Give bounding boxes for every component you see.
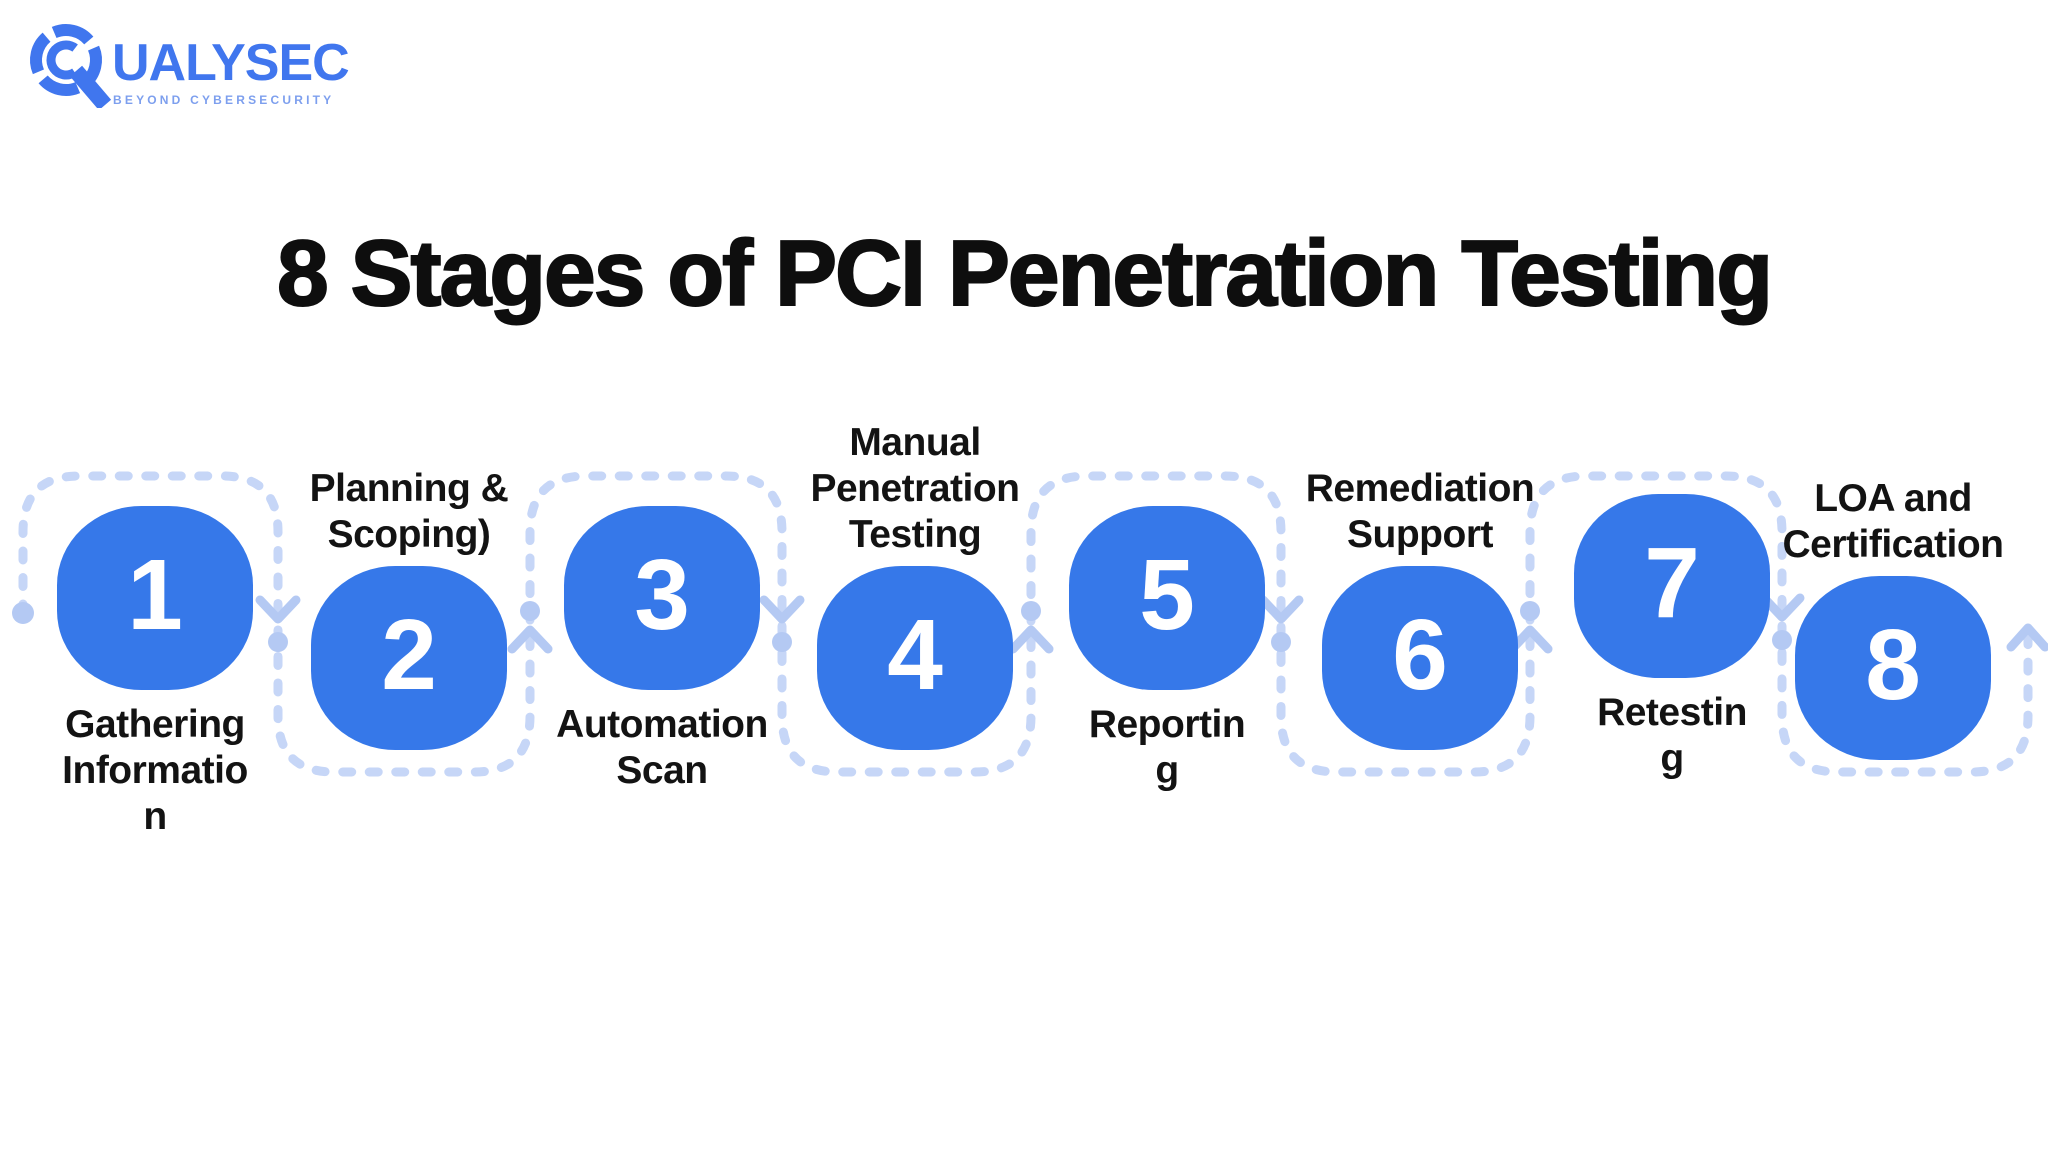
stage-6-label: Remediation Support: [1305, 467, 1535, 556]
page-title: 8 Stages of PCI Penetration Testing: [276, 221, 1774, 326]
flow-dot: [1772, 630, 1792, 650]
stage-1-number: 1: [127, 539, 183, 651]
flow-dot: [268, 632, 288, 652]
stage-4-node: 4: [817, 566, 1013, 750]
arrow-up-icon: [507, 625, 553, 654]
arrow-down-icon: [1258, 595, 1304, 624]
stage-4-number: 4: [887, 599, 943, 711]
flow-dot: [1520, 601, 1540, 621]
stage-4-label: Manual Penetration Testing: [810, 421, 1020, 556]
stage-6: 6 Remediation Support: [1306, 467, 1535, 750]
flow-dot: [772, 632, 792, 652]
q-shutter-icon: [29, 23, 112, 108]
stage-1-label: Gathering Informatio n: [62, 703, 248, 838]
stage-7-label: Retestin g: [1597, 691, 1747, 780]
flow-dot: [1271, 632, 1291, 652]
flow-start-dot: [12, 602, 34, 624]
flow-dot: [520, 601, 540, 621]
arrow-down-icon: [759, 595, 805, 624]
stage-8-label: LOA and Certification: [1782, 477, 2004, 566]
stage-1-node: 1: [57, 506, 253, 690]
arrow-up-icon: [1507, 625, 1553, 654]
stage-3-number: 3: [634, 539, 690, 651]
stage-8-node: 8: [1795, 576, 1991, 760]
stage-1: 1 Gathering Informatio n: [57, 506, 253, 838]
stage-8-number: 8: [1865, 609, 1921, 721]
stage-4: 4 Manual Penetration Testing: [810, 421, 1020, 750]
arrow-up-icon: [1008, 625, 1054, 654]
arrow-down-icon: [255, 595, 301, 624]
stage-7: 7 Retestin g: [1574, 494, 1770, 780]
stage-5-label: Reportin g: [1088, 703, 1246, 792]
dotted-flow-path: [18, 471, 2033, 777]
stage-2-node: 2: [311, 566, 507, 750]
stage-5-number: 5: [1139, 539, 1195, 651]
stage-8: 8 LOA and Certification: [1782, 477, 2004, 760]
flow-dot: [1021, 601, 1041, 621]
stage-6-number: 6: [1392, 599, 1448, 711]
stage-3-node: 3: [564, 506, 760, 690]
logo-wordmark: UALYSEC: [112, 34, 349, 92]
arrow-up-icon: [2006, 623, 2048, 652]
stage-5: 5 Reportin g: [1069, 506, 1265, 792]
stage-2-number: 2: [381, 599, 437, 711]
stage-7-node: 7: [1574, 494, 1770, 678]
stage-7-number: 7: [1644, 527, 1700, 639]
arrow-down-icon: [1759, 593, 1805, 622]
stage-6-node: 6: [1322, 566, 1518, 750]
stage-3-label: Automation Scan: [556, 703, 768, 792]
stage-5-node: 5: [1069, 506, 1265, 690]
stage-3: 3 Automation Scan: [556, 506, 768, 792]
logo-tagline: BEYOND CYBERSECURITY: [113, 93, 334, 107]
stage-2-label: Planning & Scoping): [309, 467, 509, 556]
stage-2: 2 Planning & Scoping): [310, 467, 509, 750]
qualysec-logo: UALYSEC BEYOND CYBERSECURITY: [29, 23, 350, 108]
